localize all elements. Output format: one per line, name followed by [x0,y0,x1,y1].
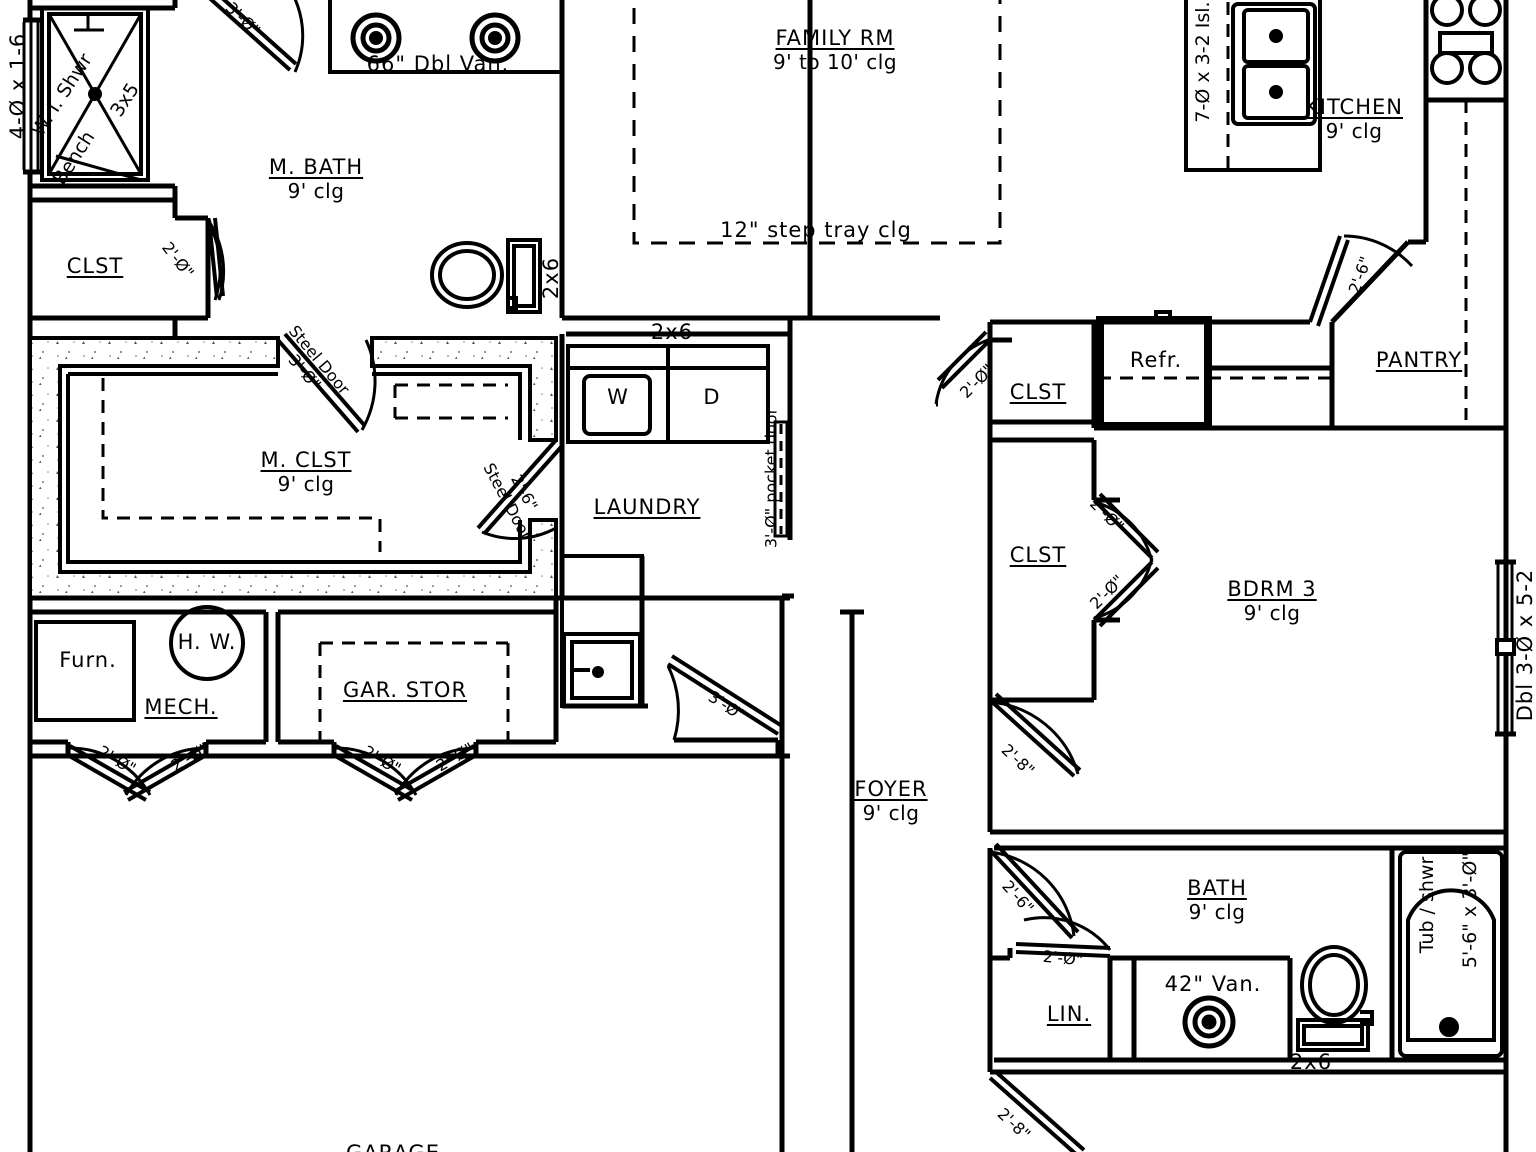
room-label-gar-stor: GAR. STOR [343,678,467,702]
fixture-label-furnace: Furn. [59,648,117,672]
room-name: FAMILY RM [775,26,895,50]
room-label-family-rm: FAMILY RM 9' to 10' clg [773,26,897,74]
note-window-right: Dbl 3-Ø x 5-2 [1513,568,1536,722]
room-name: LAUNDRY [593,495,701,519]
fixture-label-tub-shower: Tub / shwr [1416,856,1438,954]
fixture-label-tub-shower-size: 5'-6" x 3'-Ø" [1459,851,1481,969]
note-wall-2x6-laundry: 2x6 [650,320,694,344]
fixture-label-single-vanity: 42" Van. [1164,972,1262,996]
room-name: LIN. [1046,1002,1092,1026]
room-label-kitchen: KITCHEN 9' clg [1305,95,1403,143]
room-label-mech: MECH. [144,695,217,719]
room-name: M. BATH [268,155,364,179]
note-tray-ceiling: 12" step tray clg [720,218,912,242]
room-ceiling: 9' to 10' clg [772,50,898,74]
room-name: GARAGE [346,1141,440,1152]
note-wall-2x6-bath-b: 2x6 [1289,1050,1333,1074]
fixture-label-double-vanity: 66" Dbl Van. [366,52,510,76]
room-ceiling: 9' clg [1188,900,1246,924]
room-name: MECH. [144,695,218,719]
door-label-laundry-pocket: 3'-Ø" pocket door [761,407,781,549]
room-label-bath: BATH 9' clg [1187,876,1247,924]
room-ceiling: 9' clg [1325,119,1383,143]
room-label-clst-lower: CLST [1010,543,1067,567]
room-name: M. CLST [260,448,352,472]
room-label-laundry: LAUNDRY [594,495,701,519]
room-name: FOYER [854,777,928,801]
room-label-bdrm-3: BDRM 3 9' clg [1227,577,1316,625]
room-label-lin: LIN. [1047,1002,1091,1026]
room-name: BDRM 3 [1227,577,1317,601]
room-label-garage: GARAGE [346,1141,440,1152]
room-label-clst-upper: CLST [1010,380,1067,404]
fixture-label-washer: W [607,385,629,409]
room-ceiling: 9' clg [862,801,920,825]
room-label-m-bath: M. BATH 9' clg [269,155,363,203]
room-ceiling: 9' clg [277,472,335,496]
door-label-lin: 2'-Ø" [1042,946,1084,970]
room-name: CLST [1009,543,1067,567]
fixture-label-dryer: D [703,385,721,409]
fixture-label-hot-water-heater: H. W. [177,630,237,654]
room-name: CLST [1009,380,1067,404]
note-window-left: 4-Ø x 1-6 [6,32,30,140]
room-label-pantry: PANTRY [1376,348,1462,372]
room-ceiling: 9' clg [1243,601,1301,625]
room-label-foyer: FOYER 9' clg [854,777,927,825]
room-label-m-clst: M. CLST 9' clg [261,448,352,496]
room-name: CLST [66,254,124,278]
room-ceiling: 9' clg [287,179,345,203]
fixture-label-refrigerator: Refr. [1129,348,1183,372]
note-wall-2x6-bath-a: 2x6 [539,256,563,300]
room-name: GAR. STOR [342,678,468,702]
room-label-clst-master: CLST [67,254,124,278]
room-name: BATH [1187,876,1247,900]
fixture-label-kitchen-island: 7-Ø x 3-2 Isl. [1192,1,1214,123]
room-name: PANTRY [1375,348,1463,372]
room-name: KITCHEN [1305,95,1403,119]
